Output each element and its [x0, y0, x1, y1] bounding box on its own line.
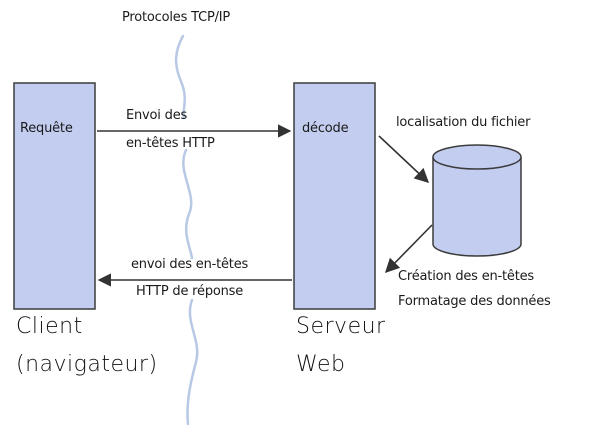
client-name: Client	[16, 314, 83, 339]
server-box	[293, 82, 376, 310]
network-cable-top	[174, 34, 186, 120]
data-formatting-label: Formatage des données	[398, 294, 551, 309]
file-lookup-arrow	[378, 135, 430, 183]
header-creation-label: Création des en-têtes	[398, 269, 534, 284]
request-label-line1: Envoi des	[126, 108, 188, 123]
client-box	[13, 82, 96, 310]
response-label-line2: HTTP de réponse	[136, 284, 244, 299]
server-box-label: décode	[302, 121, 349, 136]
server-name: Serveur	[296, 314, 386, 339]
file-lookup-label: localisation du fichier	[396, 115, 531, 130]
network-cable-middle	[182, 148, 194, 260]
client-box-label: Requête	[20, 121, 73, 136]
client-subtitle: (navigateur)	[16, 352, 158, 377]
network-cable-bottom	[186, 298, 199, 426]
database-cylinder	[432, 144, 522, 257]
protocol-label: Protocoles TCP/IP	[122, 10, 231, 25]
server-subtitle: Web	[296, 352, 346, 377]
request-label-line2: en-têtes HTTP	[126, 136, 215, 151]
header-creation-arrow	[384, 224, 433, 274]
response-label-line1: envoi des en-têtes	[131, 257, 249, 272]
